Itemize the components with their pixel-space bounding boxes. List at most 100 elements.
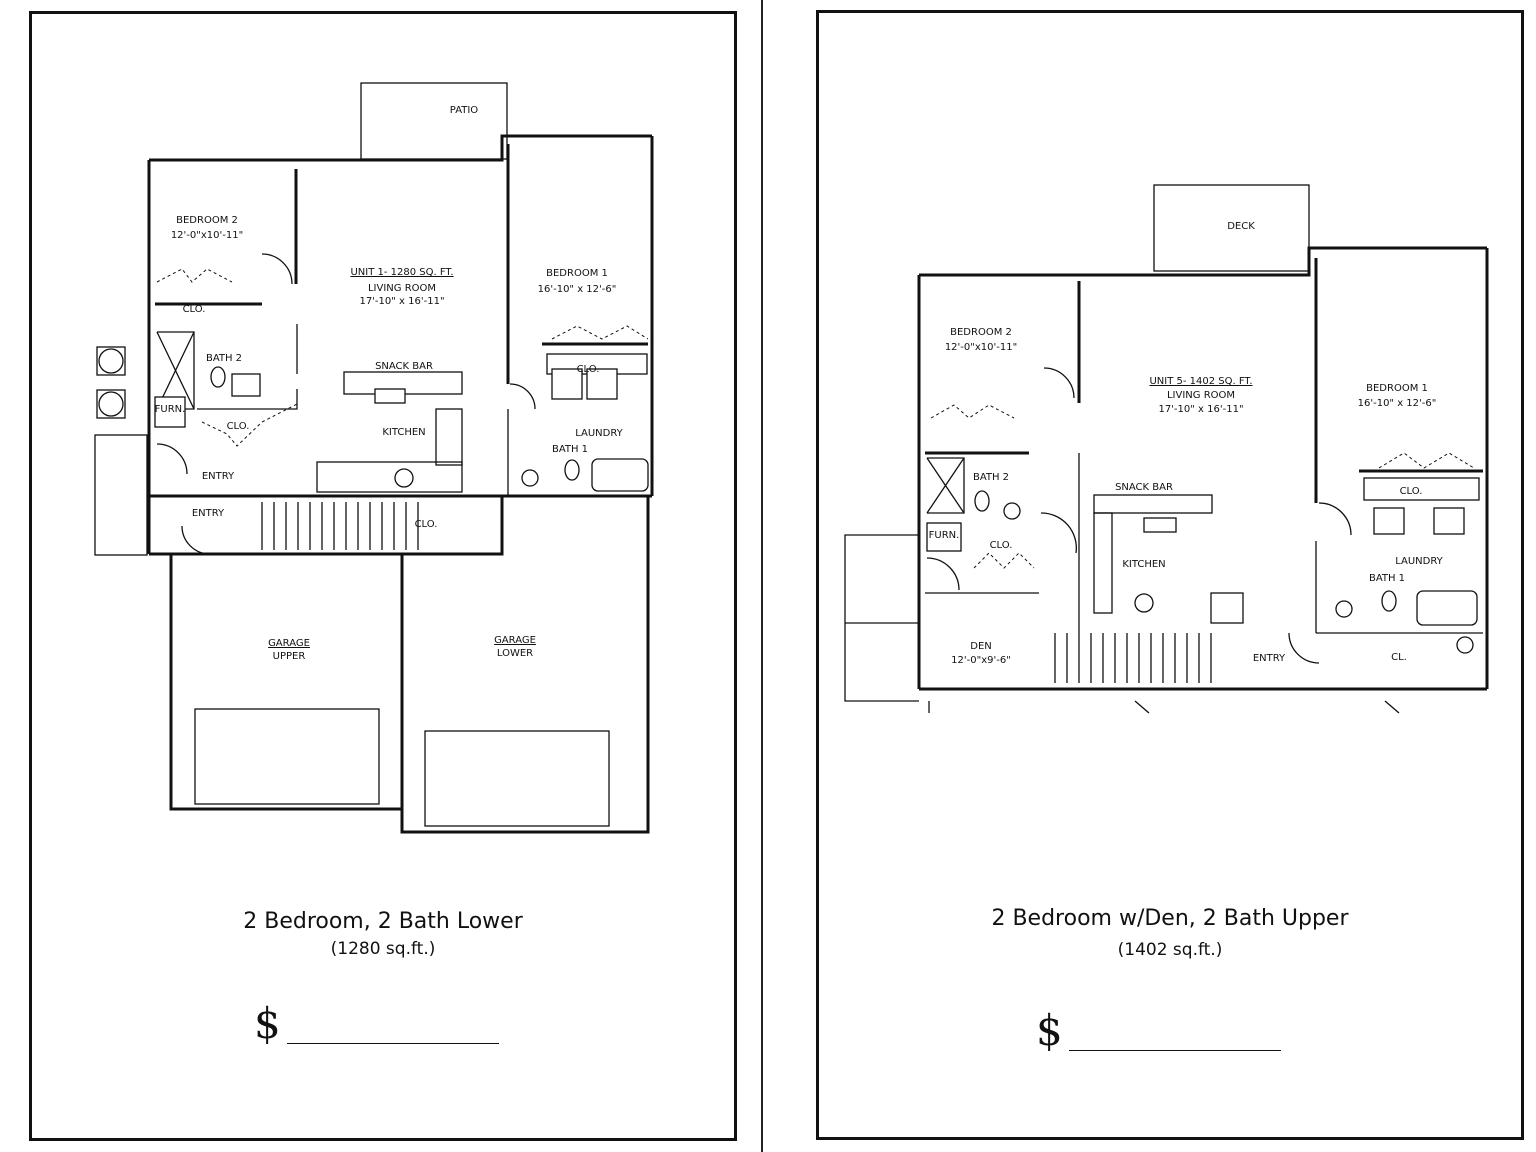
dryer-icon [1433,507,1465,535]
landing-outline [844,534,919,702]
stove-burner-icon [394,468,414,488]
dollar-sign: $ [254,999,281,1048]
ac-unit-frame [96,346,126,376]
kitchen-counter-left [1093,512,1113,614]
closet-hall-doors [201,403,298,447]
snack-bar-counter [1093,494,1213,514]
door-swing-bed2 [1043,367,1075,399]
price-blank-line [1068,1024,1281,1051]
kitchen-counter-bottom [316,461,463,493]
room-label-closet: CLO. [183,304,206,315]
room-label-entry: ENTRY [1253,653,1286,664]
fridge-box [1210,592,1244,624]
room-label-deck: DECK [1227,221,1255,232]
room-label-snack-bar: SNACK BAR [1115,482,1173,493]
room-label-garage-lower: GARAGE [494,635,536,646]
door-swing-bed1 [1318,502,1352,536]
room-label-laundry: LAUNDRY [575,428,623,439]
furnace-box [154,396,186,428]
room-label-den: DEN [970,641,992,652]
floorplan-upper-drawing: DECK BEDROOM 2 12'-0"x10'-11" UNIT 5- 14… [844,184,1489,714]
room-label-bedroom-1: BEDROOM 1 [546,268,608,279]
room-size-bedroom-1: 16'-10" x 12'-6" [538,284,617,295]
room-label-closet: CLO. [577,364,600,375]
closet-bed2-doors [156,268,233,283]
bathtub-icon [1416,590,1478,626]
toilet-icon [1381,590,1397,612]
room-label-laundry: LAUNDRY [1395,556,1443,567]
furnace-box [926,522,962,552]
washer-icon [1373,507,1405,535]
wall-bath2-bottom [197,389,298,410]
room-label-furnace: FURN. [929,530,960,541]
door-swing-bed2 [261,253,293,285]
closet-bed1-doors [551,325,649,340]
closet-bed2-doors [930,404,1015,419]
room-size-living: 17'-10" x 16'-11" [1158,404,1243,415]
room-label-closet: CLO. [1400,486,1423,497]
toilet-icon [564,459,580,481]
shower-x2 [926,457,965,514]
stove-burner-icon [1134,593,1154,613]
door-swing-lower-entry [181,525,211,555]
room-size-den: 12'-0"x9'-6" [951,655,1011,666]
room-label-kitchen: KITCHEN [1122,559,1165,570]
room-label-bedroom-1: BEDROOM 1 [1366,383,1428,394]
unit-label: UNIT 5- 1402 SQ. FT. [1149,376,1252,387]
room-label-kitchen: KITCHEN [382,427,425,438]
door-swing-entry [156,443,188,475]
ac-unit-frame [96,389,126,419]
stairs [1054,633,1212,683]
washer-icon [551,368,583,400]
price-blank-line [286,1017,499,1044]
closet-bed1-shelf [1363,477,1480,501]
garage-upper-walls [169,554,404,811]
stoop-outline [94,434,148,556]
room-label-closet: CLO. [415,519,438,530]
wall-entry-bottom [149,496,504,556]
room-size-living: 17'-10" x 16'-11" [359,296,444,307]
room-size-bedroom-1: 16'-10" x 12'-6" [1358,398,1437,409]
sink-icon [1335,600,1353,618]
room-label-bath-2: BATH 2 [973,472,1009,483]
post-mark [1134,700,1150,714]
room-label-bedroom-2: BEDROOM 2 [176,215,238,226]
floorplan-panel-upper: DECK BEDROOM 2 12'-0"x10'-11" UNIT 5- 14… [816,10,1524,1140]
room-label-garage-upper: UPPER [273,651,306,662]
plan-title: 2 Bedroom w/Den, 2 Bath Upper [991,906,1349,931]
room-label-closet: CLO. [227,421,250,432]
room-label-bath-2: BATH 2 [206,353,242,364]
room-label-furnace: FURN. [155,404,186,415]
door-swing-entry [1288,632,1320,664]
room-label-living: LIVING ROOM [1167,390,1235,401]
room-label-garage-upper: GARAGE [268,638,310,649]
sink-bath2-icon [1003,502,1021,520]
ac-unit-icon [98,391,124,417]
toilet-bath2-icon [974,490,990,512]
garage-upper-door [194,708,380,805]
sink-bath2-icon [231,373,261,397]
room-label-bath-1: BATH 1 [552,444,588,455]
room-label-entry: ENTRY [192,508,225,519]
room-label-closet: CL. [1391,652,1407,663]
stairs [261,502,419,550]
bath2-shower [927,457,965,514]
dryer-icon [586,368,618,400]
floorplan-panel-lower: PATIO BEDROOM 2 12'-0"x10'-11" UNIT 1- 1… [29,11,737,1141]
floorplan-lower-drawing: PATIO BEDROOM 2 12'-0"x10'-11" UNIT 1- 1… [94,82,654,834]
kitchen-sink-icon [1143,517,1177,533]
post-mark [1384,700,1400,714]
room-label-snack-bar: SNACK BAR [375,361,433,372]
bathtub-icon [591,458,649,492]
unit-label: UNIT 1- 1280 SQ. FT. [350,267,453,278]
center-fold-line [761,0,763,1152]
plan-title: 2 Bedroom, 2 Bath Lower [243,909,523,934]
room-label-patio: PATIO [450,105,479,116]
water-heater-icon [1456,636,1474,654]
closet-bed1-doors [1378,452,1475,469]
garage-lower-walls [400,496,650,834]
door-swing-kitchen [1040,512,1078,554]
room-label-bedroom-2: BEDROOM 2 [950,327,1012,338]
door-swing-den [926,557,960,591]
door-swing-bed1 [509,383,536,410]
